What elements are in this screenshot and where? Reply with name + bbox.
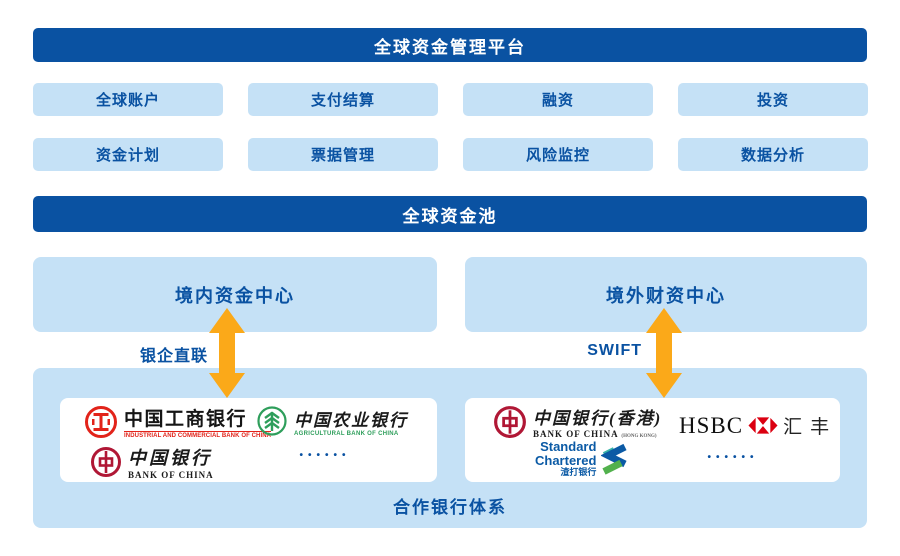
boc-hk-en-main: BANK OF CHINA [533, 429, 619, 439]
boc-hk-name-cn: 中国银行(香港) [533, 409, 663, 428]
module-box-global-accounts: 全球账户 [33, 83, 223, 116]
hsbc-name-en: HSBC [679, 412, 744, 438]
bank-boc: 中国银行 BANK OF CHINA [90, 444, 214, 480]
bank-boc-hk: 中国银行(香港) BANK OF CHINA (HONG KONG) [493, 404, 662, 439]
sc-name-cn: 渣打银行 [560, 467, 597, 478]
boc-hk-en-sub: (HONG KONG) [621, 434, 657, 439]
bank-abc: 中国农业银行 AGRICULTURAL BANK OF CHINA [256, 405, 408, 437]
platform-header-bar: 全球资金管理平台 [33, 28, 867, 62]
module-box-risk-monitoring: 风险监控 [463, 138, 653, 171]
double-arrow-icon [646, 308, 682, 398]
module-box-data-analysis: 数据分析 [678, 138, 868, 171]
abc-name-cn: 中国农业银行 [294, 410, 408, 430]
bank-direct-link-label: 银企直联 [139, 348, 208, 365]
more-banks-dots: •••••• [707, 452, 759, 463]
module-box-financing: 融资 [463, 83, 653, 116]
double-arrow-icon [209, 308, 245, 398]
sc-name-line1: Standard [540, 439, 597, 454]
sc-name-line2: Chartered [535, 452, 597, 468]
boc-name-cn: 中国银行 [128, 448, 212, 468]
module-box-bill-management: 票据管理 [248, 138, 438, 171]
bank-hsbc: HSBC 汇丰 [679, 412, 837, 439]
abc-logo-icon [257, 406, 287, 436]
module-box-fund-planning: 资金计划 [33, 138, 223, 171]
module-box-investment: 投资 [678, 83, 868, 116]
module-box-payment-settlement: 支付结算 [248, 83, 438, 116]
platform-title: 全球资金管理平台 [374, 37, 526, 57]
boc-name-en: BANK OF CHINA [128, 470, 214, 480]
swift-label: SWIFT [587, 342, 642, 359]
overseas-banks-card: 中国银行(香港) BANK OF CHINA (HONG KONG) HSBC … [465, 398, 840, 482]
icbc-name-cn: 中国工商银行 [124, 409, 248, 430]
domestic-center-label: 境内资金中心 [175, 285, 295, 306]
icbc-logo-icon [85, 405, 117, 438]
more-banks-dots: •••••• [299, 450, 351, 461]
cash-pool-bar: 全球资金池 [33, 196, 867, 232]
bank-standard-chartered: Standard Chartered 渣打银行 [535, 440, 627, 478]
boc-logo-icon [91, 447, 121, 477]
boc-hk-logo-icon [494, 405, 526, 438]
hsbc-logo-icon [748, 417, 779, 434]
overseas-center-label: 境外财资中心 [606, 285, 726, 306]
standard-chartered-logo-icon [601, 443, 627, 475]
cash-pool-title: 全球资金池 [402, 206, 498, 226]
boc-hk-name-en: BANK OF CHINA (HONG KONG) [533, 429, 662, 439]
partner-banks-title: 合作银行体系 [393, 498, 507, 517]
bank-icbc: 中国工商银行 INDUSTRIAL AND COMMERCIAL BANK OF… [84, 404, 272, 439]
hsbc-name-cn: 汇丰 [783, 417, 838, 438]
abc-name-en: AGRICULTURAL BANK OF CHINA [294, 430, 399, 437]
domestic-banks-card: 中国工商银行 INDUSTRIAL AND COMMERCIAL BANK OF… [60, 398, 437, 482]
icbc-name-en: INDUSTRIAL AND COMMERCIAL BANK OF CHINA [124, 431, 272, 439]
